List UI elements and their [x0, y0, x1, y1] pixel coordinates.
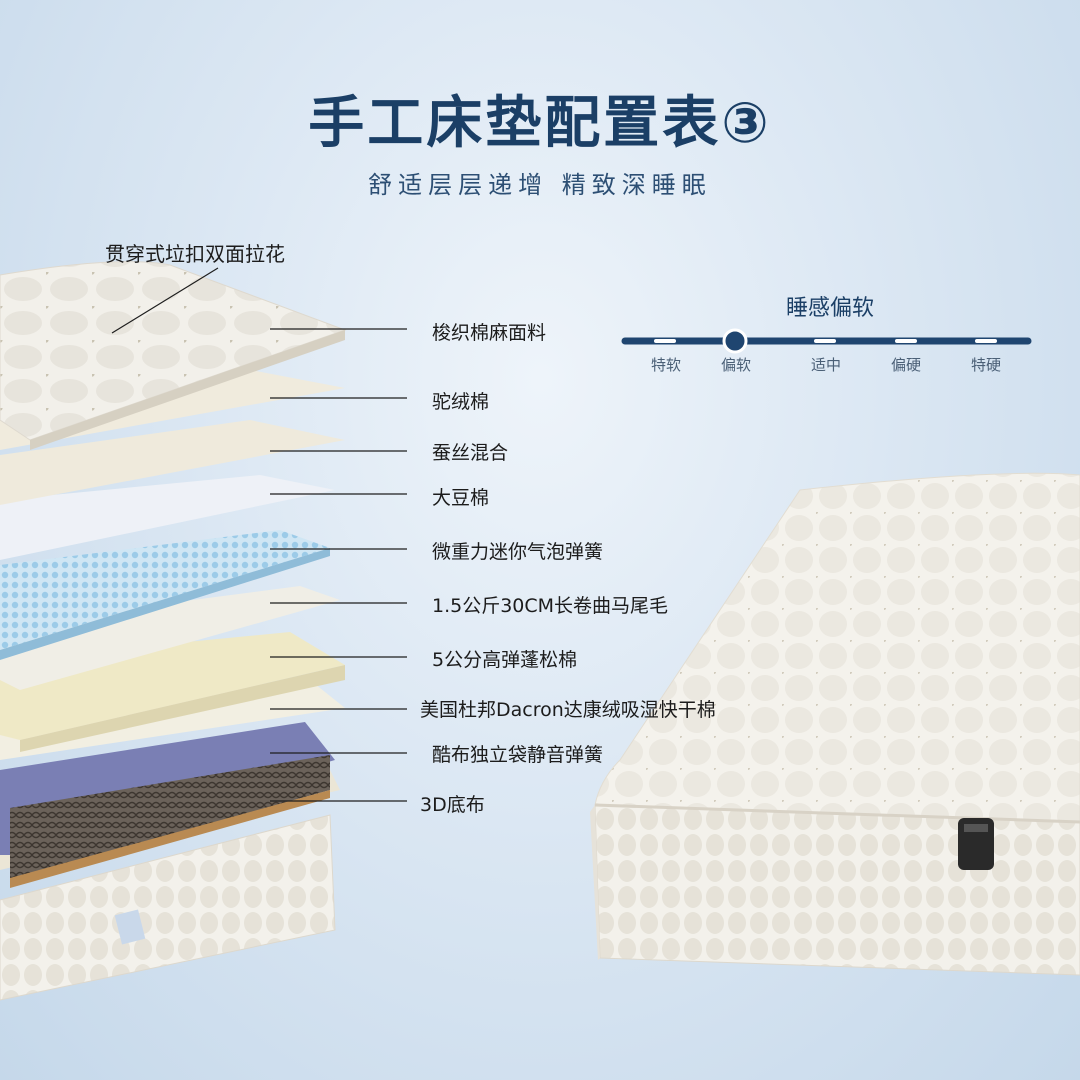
firmness-tick: [654, 339, 676, 343]
firmness-option: 特软: [650, 356, 681, 374]
mattress-3d: [590, 472, 1080, 976]
leader-lines: [111, 267, 407, 802]
firmness-tick: [814, 339, 836, 343]
firmness-option: 偏软: [720, 356, 751, 374]
layer-label: 3D底布: [420, 794, 485, 816]
layer-label: 蚕丝混合: [432, 442, 509, 464]
layer-stack: [0, 261, 347, 1001]
layer-label: 美国杜邦Dacron达康绒吸湿快干棉: [420, 699, 716, 721]
firmness-title: 睡感偏软: [785, 296, 874, 321]
firmness-option: 偏硬: [890, 356, 921, 374]
layer-label: 大豆棉: [432, 487, 490, 509]
firmness-scale: [621, 328, 1032, 354]
layer-label: 酷布独立袋静音弹簧: [432, 744, 604, 766]
page-title: 手工床垫配置表③: [308, 91, 772, 156]
firmness-marker: [722, 328, 748, 354]
layer-label: 驼绒棉: [432, 391, 490, 413]
layer-label: 5公分高弹蓬松棉: [432, 649, 578, 671]
firmness-tick: [975, 339, 997, 343]
firmness-option: 特硬: [970, 356, 1001, 374]
callout-stitching: 贯穿式垃扣双面拉花: [105, 242, 285, 266]
firmness-option: 适中: [810, 356, 841, 374]
layer-label: 微重力迷你气泡弹簧: [432, 541, 604, 563]
firmness-tick: [895, 339, 917, 343]
layer-label: 1.5公斤30CM长卷曲马尾毛: [432, 595, 669, 617]
page-subtitle: 舒适层层递增 精致深睡眠: [368, 171, 712, 199]
layer-label: 梭织棉麻面料: [432, 322, 547, 344]
